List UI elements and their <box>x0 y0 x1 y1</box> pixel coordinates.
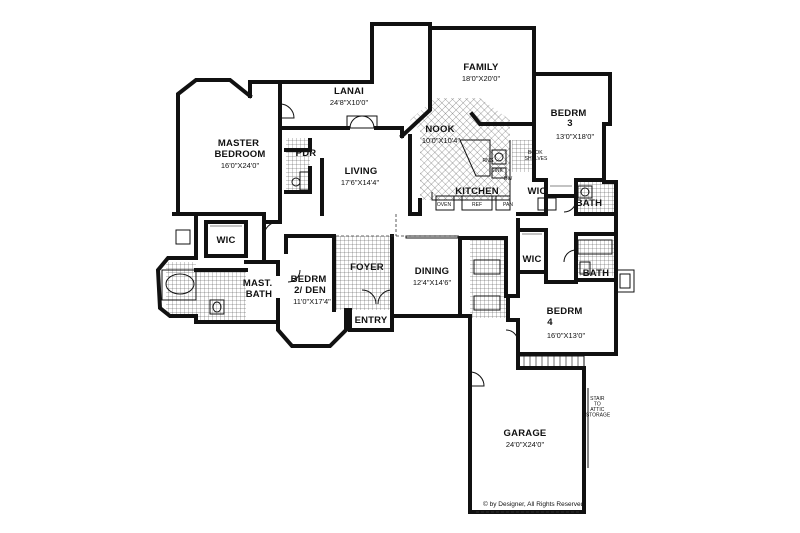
label-book-shelves-line1: BOOK <box>528 150 543 156</box>
room-bedroom2-name-line2: 2/ DEN <box>294 285 326 296</box>
label-mast-bath-line2: BATH <box>246 289 272 300</box>
room-bedroom2-name-line1: BEDRM <box>291 274 327 285</box>
room-bedroom4-name-line2: 4 <box>547 317 553 328</box>
room-bedroom2-name: BEDRM 2/ DEN <box>291 274 330 296</box>
room-master-name-line1: MASTER <box>218 138 259 149</box>
label-stair-line4: STORAGE <box>586 413 611 419</box>
secondary-labels: PDR WIC WIC WIC MAST. BATH FOYER ENTRY B… <box>216 148 610 419</box>
label-entry: ENTRY <box>355 315 388 326</box>
room-labels: FAMILY 18'0"X20'0" LANAI 24'8"X10'0" BED… <box>214 62 594 449</box>
label-stair-line1: STAIR <box>590 396 605 402</box>
room-lanai-size: 24'8"X10'0" <box>330 98 369 107</box>
label-mast-bath-line1: MAST. <box>243 278 273 289</box>
room-master-name: MASTER BEDROOM <box>214 138 265 160</box>
label-book-shelves-line2: SHELVES <box>525 156 548 162</box>
room-bedroom2-size: 11'0"X17'4" <box>293 297 331 306</box>
room-master-size: 16'0"X24'0" <box>221 161 260 170</box>
room-nook-size: 10'0"X10'4" <box>422 136 461 145</box>
room-bedroom3-name-line2: 3 <box>567 118 572 129</box>
interior-walls <box>194 26 618 356</box>
label-rng: RNG <box>482 158 493 164</box>
label-wic-bed3: WIC <box>527 186 546 197</box>
room-nook-name: NOOK <box>425 124 454 135</box>
room-bedroom4-name-line1: BEDRM <box>547 306 583 317</box>
label-bath: BATH <box>576 198 602 209</box>
room-garage-name: GARAGE <box>504 428 547 439</box>
label-stair: STAIR TO ATTIC STORAGE <box>586 396 611 419</box>
label-wic-bed4: WIC <box>522 254 541 265</box>
label-book-shelves: BOOK SHELVES <box>525 150 548 162</box>
room-kitchen-name: KITCHEN <box>455 186 499 197</box>
label-pdr: PDR <box>296 148 317 159</box>
label-ref: REF <box>472 202 482 208</box>
room-master-name-line2: BEDROOM <box>214 149 265 160</box>
garage-stairs <box>517 355 585 369</box>
label-dw: DW <box>504 176 513 182</box>
label-wic-master: WIC <box>216 235 235 246</box>
fixtures <box>161 24 635 513</box>
label-foyer: FOYER <box>350 262 384 273</box>
label-sink: SINK <box>491 168 503 174</box>
room-lanai-name: LANAI <box>334 86 364 97</box>
label-bath2: BATH <box>583 268 609 279</box>
room-living-name: LIVING <box>345 166 378 177</box>
room-bedroom4-name: BEDRM 4 <box>547 306 586 328</box>
room-bedroom3-name: BEDRM 3 <box>551 108 590 129</box>
label-stair-line2: TO <box>594 402 601 408</box>
room-bedroom4-size: 16'0"X13'0" <box>547 331 586 340</box>
room-dining-name: DINING <box>415 266 449 277</box>
room-bedroom3-size: 13'0"X18'0" <box>556 132 595 141</box>
room-family-name: FAMILY <box>463 62 499 73</box>
copyright-notice: © by Designer, All Rights Reserved <box>483 500 585 508</box>
room-bedroom3-name-line1: BEDRM <box>551 108 587 119</box>
room-family-size: 18'0"X20'0" <box>462 74 501 83</box>
label-oven: OVEN <box>437 202 452 208</box>
label-stair-line3: ATTIC <box>590 407 604 413</box>
room-garage-size: 24'0"X24'0" <box>506 440 545 449</box>
room-dining-size: 12'4"X14'6" <box>413 278 452 287</box>
label-pan: PAN <box>503 202 513 208</box>
label-mast-bath: MAST. BATH <box>243 278 275 300</box>
room-living-size: 17'6"X14'4" <box>341 178 380 187</box>
